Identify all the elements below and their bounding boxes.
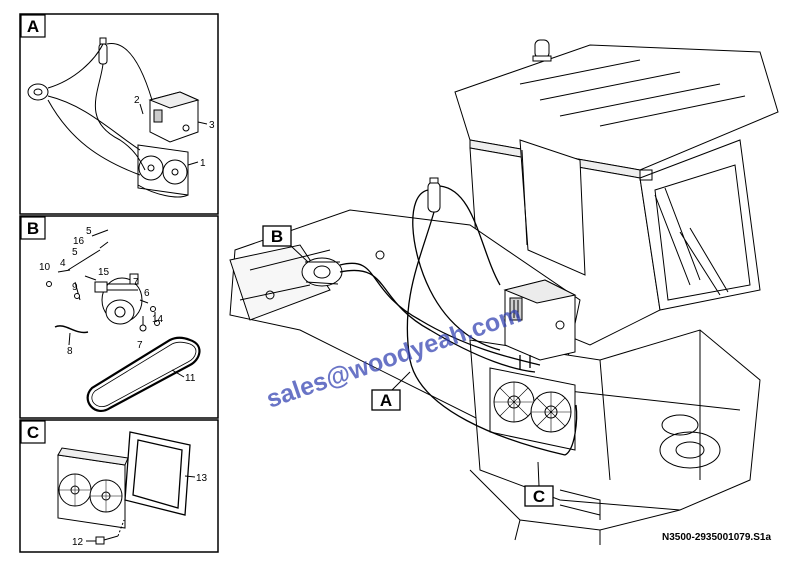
wire-harness	[54, 325, 89, 334]
part-label-4: 4	[60, 258, 66, 269]
part-label-1: 1	[200, 158, 206, 169]
part-label-7: 7	[133, 277, 139, 288]
compressor-icon	[27, 83, 49, 101]
part-label-5b: 5	[72, 247, 78, 258]
belt-icon	[86, 336, 201, 412]
panel-c: C 13 12	[19, 419, 219, 553]
panel-b: B	[19, 215, 219, 419]
panel-a: A	[19, 13, 219, 215]
evaporator-box-icon	[503, 279, 577, 361]
panel-b-letter: B	[27, 219, 39, 238]
wheel-loader-cab-icon	[229, 39, 779, 545]
evaporator-box-icon	[148, 91, 200, 143]
part-label-3: 3	[209, 120, 215, 131]
part-label-6: 6	[144, 288, 150, 299]
condenser-fan-unit-icon	[57, 447, 129, 529]
part-label-8: 8	[67, 346, 73, 357]
mounting-frame-icon	[124, 431, 191, 516]
callout-label-c: C	[533, 487, 545, 506]
compressor-icon	[301, 257, 343, 287]
panel-c-letter: C	[27, 423, 39, 442]
main-callout-c: C	[524, 461, 554, 507]
main-callout-b: B	[262, 225, 309, 263]
part-label-14: 14	[152, 314, 164, 325]
compressor-icon	[94, 273, 143, 325]
panel-a-letter: A	[27, 17, 39, 36]
part-label-13: 13	[196, 473, 208, 484]
receiver-drier-icon	[427, 177, 441, 213]
part-label-12: 12	[72, 537, 84, 548]
part-label-2: 2	[134, 95, 140, 106]
part-label-5: 5	[86, 226, 92, 237]
receiver-drier-icon	[98, 37, 108, 65]
part-label-15: 15	[98, 267, 110, 278]
document-id: N3500-2935001079.S1a	[662, 532, 771, 543]
part-label-16: 16	[73, 236, 85, 247]
part-label-11: 11	[185, 373, 196, 384]
main-callout-a: A	[371, 371, 411, 411]
condenser-fan-unit-icon	[137, 144, 189, 196]
part-label-7b: 7	[137, 340, 143, 351]
part-label-9: 9	[72, 282, 78, 293]
refrigerant-hose	[339, 185, 578, 456]
callout-label-a: A	[380, 391, 392, 410]
condenser-fan-unit-icon	[489, 367, 576, 451]
part-label-10: 10	[39, 262, 51, 273]
callout-label-b: B	[271, 227, 283, 246]
